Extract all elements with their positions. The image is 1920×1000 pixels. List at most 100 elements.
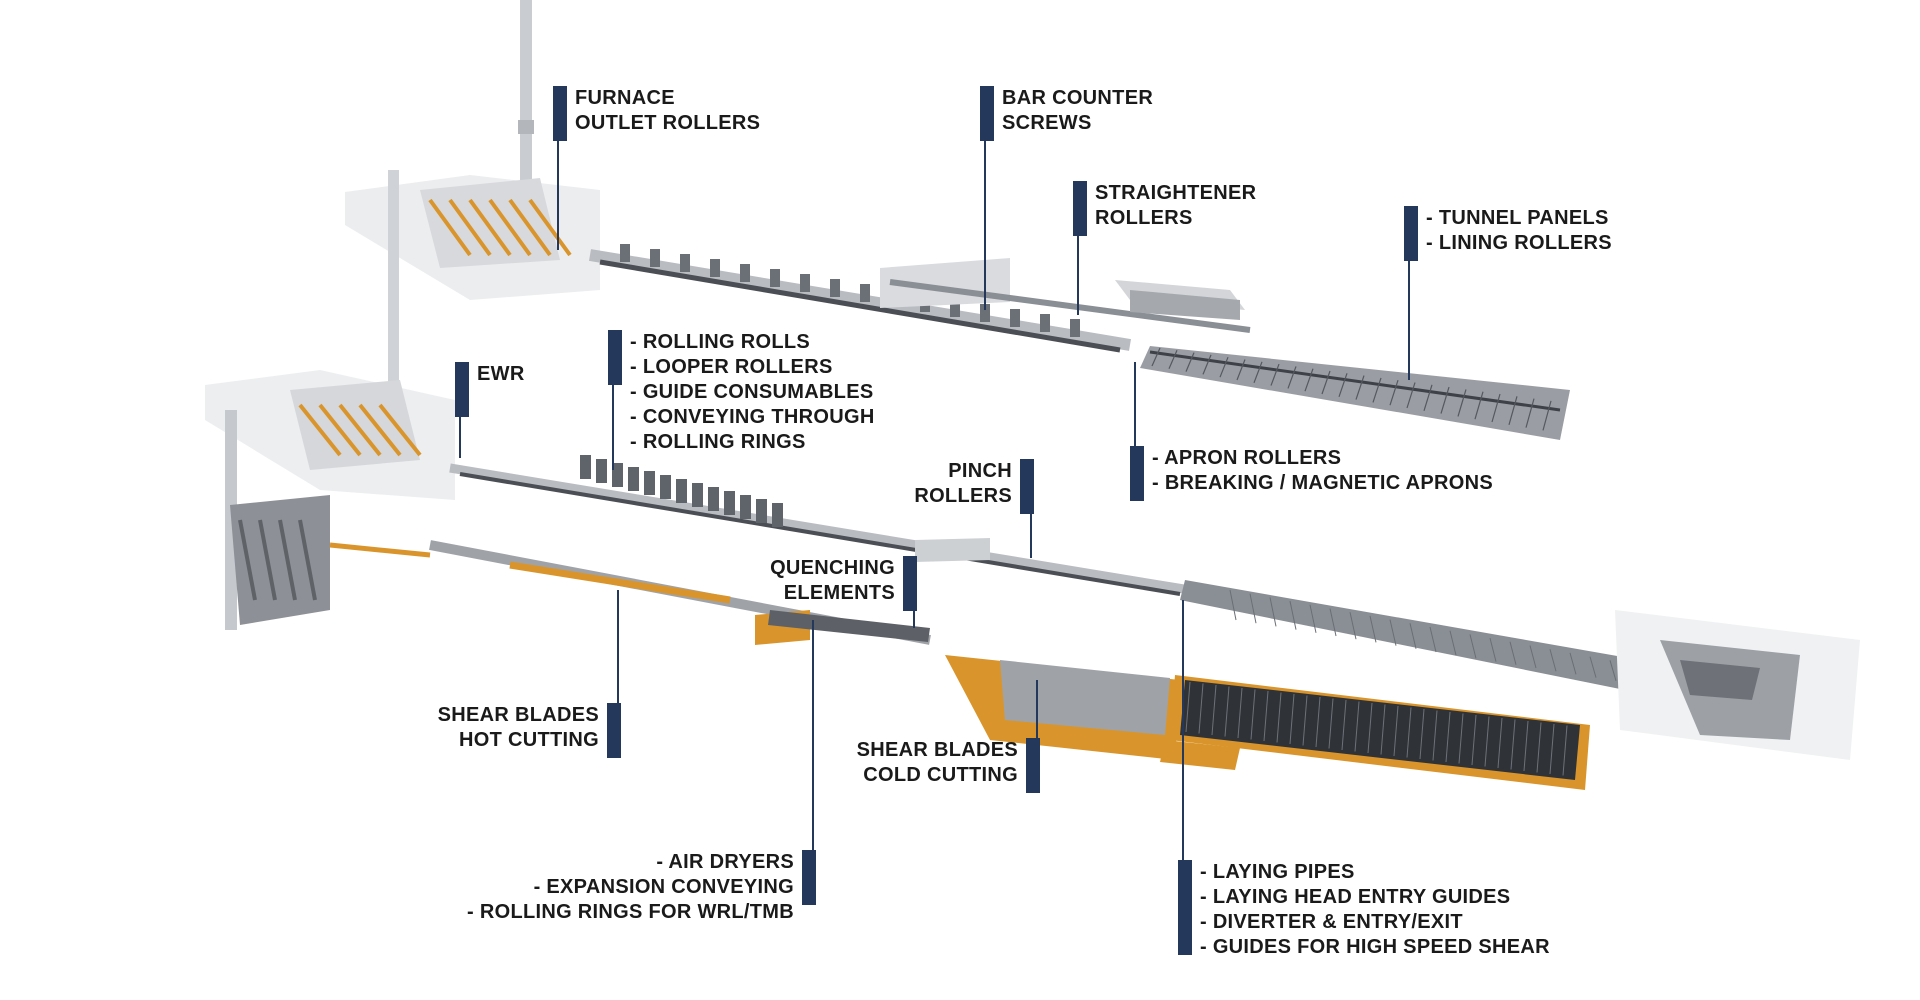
rolling-stand-1 — [980, 304, 990, 322]
chimney-bottom — [225, 410, 237, 630]
callout-furnace: FURNACE OUTLET ROLLERS — [553, 86, 768, 141]
stelmor-roller — [1198, 683, 1204, 734]
furnace-frame-3 — [238, 519, 257, 601]
cooling-bed-2-truss — [1569, 652, 1577, 675]
callout-line: FURNACE — [575, 87, 675, 109]
stelmor-roller — [1224, 686, 1230, 737]
cooling-bed-2-truss — [1269, 597, 1277, 627]
straightener-deck — [1130, 290, 1240, 320]
cooling-bed-2-truss — [1369, 615, 1377, 643]
callout-line: - APRON ROLLERS — [1152, 447, 1342, 469]
callout-bar — [455, 362, 469, 417]
callout-bar — [1178, 860, 1192, 955]
cooling-bed-1-bar — [1219, 356, 1229, 378]
cooling-bed-1-bar — [1423, 384, 1433, 411]
callout-text: EWR — [469, 362, 533, 387]
cooling-bed-1-bar — [1389, 380, 1399, 406]
callout-line: - ROLLING RINGS — [630, 431, 806, 453]
furnace-frame-2 — [318, 403, 362, 457]
callout-laying: - LAYING PIPES- LAYING HEAD ENTRY GUIDES… — [1178, 860, 1558, 960]
cooling-bed-2-truss — [1449, 630, 1457, 656]
callout-bar — [1130, 446, 1144, 501]
cold-shear-bed-top — [1000, 660, 1170, 735]
rolling-stand-2 — [596, 459, 607, 483]
stelmor-roller — [1276, 692, 1282, 743]
leader-line — [1134, 362, 1136, 446]
callout-text: - ROLLING ROLLS- LOOPER ROLLERS- GUIDE C… — [622, 330, 883, 455]
cooling-bed-1-bar — [1287, 366, 1297, 389]
stelmor-roller — [1471, 714, 1477, 766]
leader-line — [612, 385, 614, 470]
furnace-frame-1 — [488, 198, 532, 257]
callout-bar — [608, 330, 622, 385]
cooling-bed-1-bar — [1202, 354, 1212, 375]
leader-line — [1077, 236, 1079, 315]
cooling-bed-1-bar — [1185, 352, 1195, 372]
leader-line — [984, 141, 986, 310]
callout-line: EWR — [477, 363, 525, 385]
stelmor-roller — [1263, 690, 1269, 742]
callout-text: - LAYING PIPES- LAYING HEAD ENTRY GUIDES… — [1192, 860, 1558, 960]
cooling-bed-1-bar — [1304, 368, 1314, 392]
callout-bar — [1073, 181, 1087, 236]
callout-line: SCREWS — [1002, 112, 1092, 134]
furnace-frame-1 — [448, 198, 492, 257]
rolling-stand-2 — [612, 463, 623, 487]
callout-line: - GUIDE CONSUMABLES — [630, 381, 874, 403]
callout-bar — [903, 556, 917, 611]
leader-line — [1408, 261, 1410, 380]
callout-line: - AIR DRYERS — [656, 851, 794, 873]
rolling-stand-2 — [580, 455, 591, 479]
furnace-body-3 — [230, 495, 330, 625]
callout-line: OUTLET ROLLERS — [575, 112, 761, 134]
rolling-stand-1 — [740, 264, 750, 282]
rolling-stand-1 — [860, 284, 870, 302]
finishing-area-core — [1680, 660, 1760, 700]
cooling-bed-1-bar — [1406, 382, 1416, 409]
callout-tunnel: - TUNNEL PANELS- LINING ROLLERS — [1404, 206, 1620, 261]
cooling-bed-1-bar — [1151, 347, 1161, 367]
rolling-stand-1 — [770, 269, 780, 287]
leader-line — [812, 620, 814, 850]
stelmor-roller — [1510, 719, 1516, 770]
cooling-bed-1-bar — [1236, 359, 1246, 381]
rolling-stand-1 — [680, 254, 690, 272]
furnace-frame-3 — [258, 519, 277, 601]
cooling-bed-2-truss — [1309, 604, 1317, 633]
rolling-stand-2 — [724, 491, 735, 515]
cooling-bed-2 — [1180, 580, 1640, 690]
rolling-stand-1 — [1070, 319, 1080, 337]
callout-line: ROLLERS — [914, 485, 1012, 507]
quench-line — [768, 610, 930, 642]
callout-bar — [1020, 459, 1034, 514]
chimney-top — [520, 0, 532, 210]
cooling-bed-1-rails — [1149, 350, 1561, 412]
chimney-top-ring — [518, 120, 534, 134]
stelmor-roller — [1250, 689, 1256, 740]
cooling-bed-1-bar — [1372, 377, 1382, 403]
callout-line: - GUIDES FOR HIGH SPEED SHEAR — [1200, 936, 1550, 958]
stelmor-roller — [1289, 693, 1295, 745]
stelmor-roller — [1393, 705, 1399, 757]
cooling-bed-2-truss — [1609, 660, 1617, 681]
stelmor-roller — [1458, 713, 1464, 764]
roll-line-2 — [449, 463, 1191, 595]
rolling-stand-2 — [644, 471, 655, 495]
stelmor-roller — [1432, 710, 1438, 761]
leader-line — [1030, 514, 1032, 558]
furnace-frame-1 — [528, 198, 572, 257]
callout-air-dryers: - AIR DRYERS- EXPANSION CONVEYING- ROLLI… — [459, 850, 816, 925]
furnace-frame-2 — [298, 403, 342, 457]
callout-text: - AIR DRYERS- EXPANSION CONVEYING- ROLLI… — [459, 850, 802, 925]
cooling-bed-2-truss — [1249, 593, 1257, 624]
callout-line: SHEAR BLADES — [856, 739, 1018, 761]
